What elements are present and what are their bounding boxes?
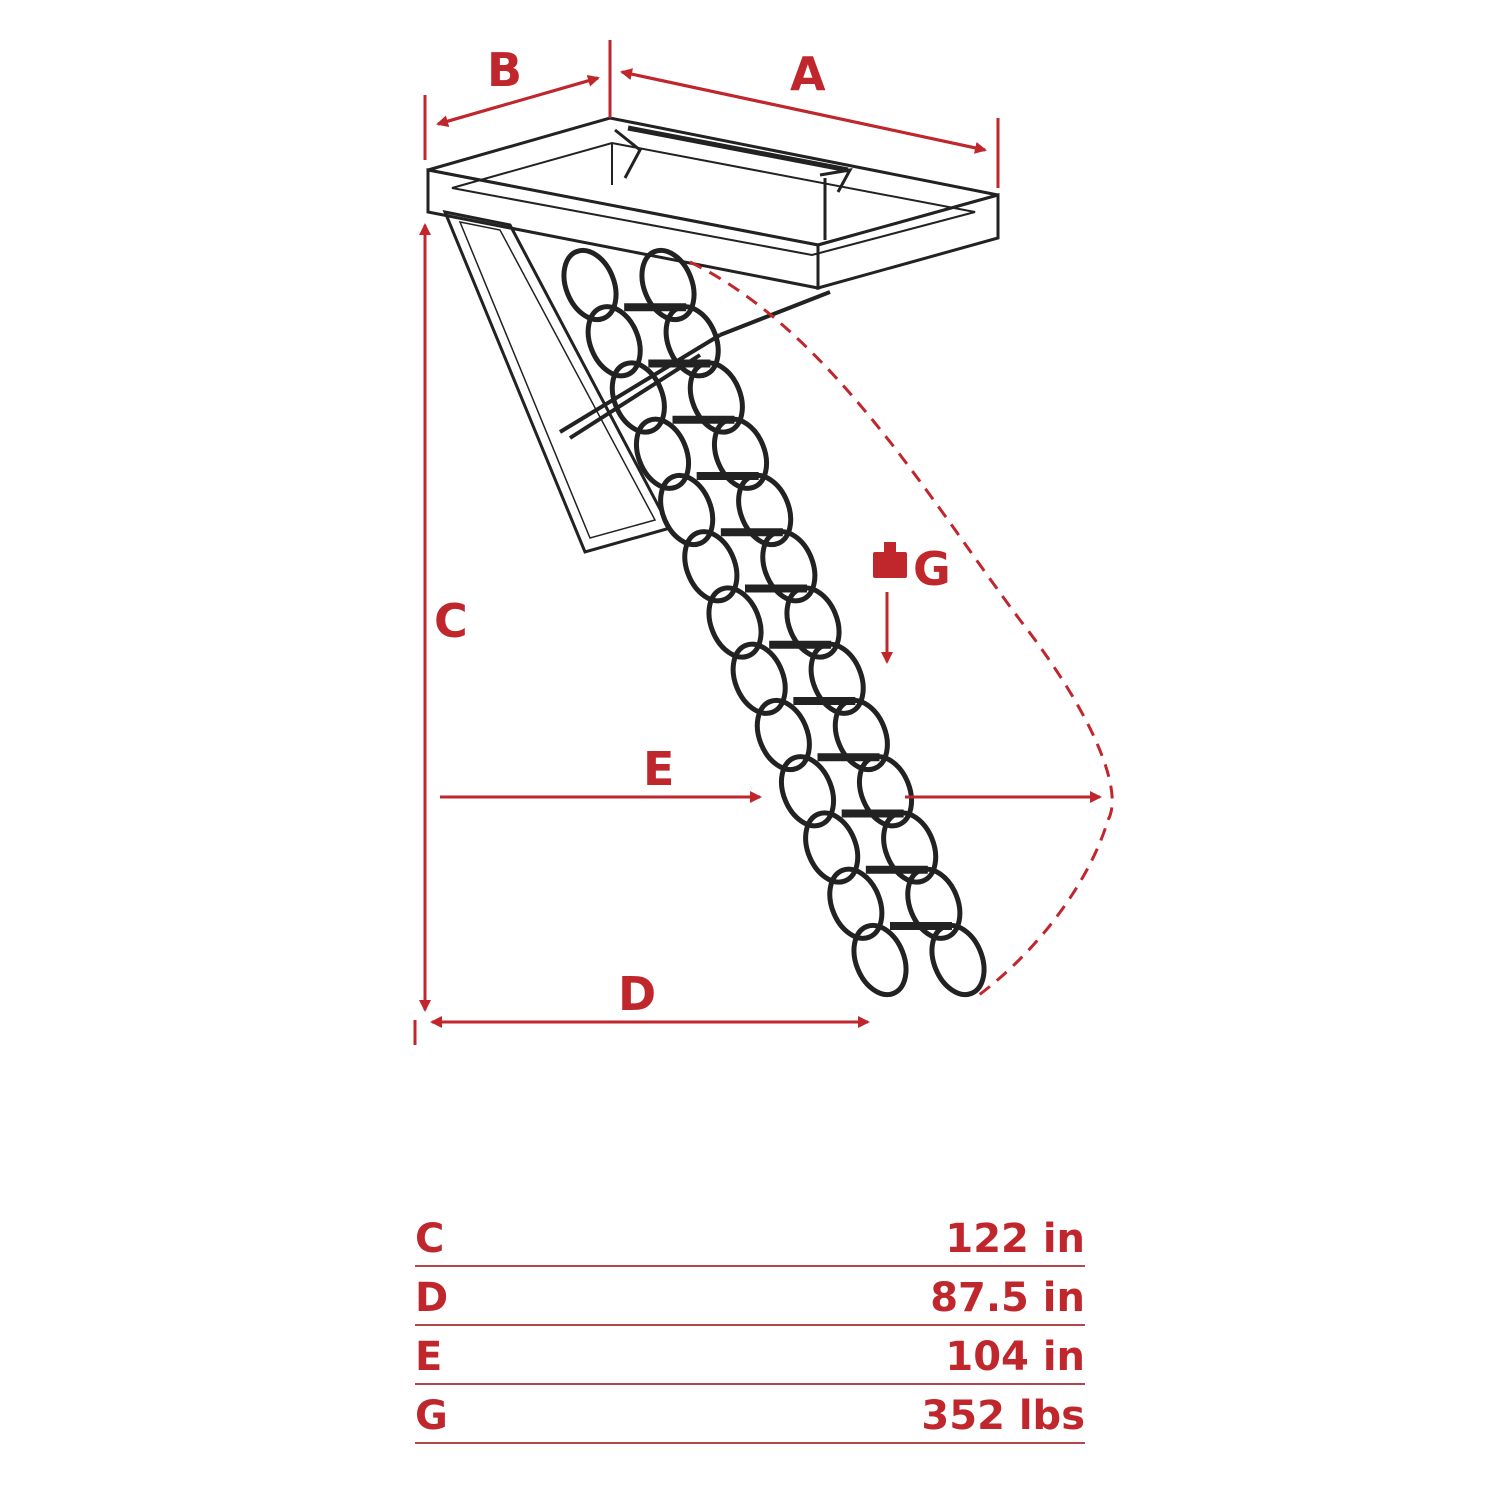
spec-table: C 122 in D 87.5 in E 104 in G 352 lbs [415, 1208, 1085, 1444]
ladder-link [778, 754, 837, 829]
ladder-diagram: A B C D E G [413, 40, 1114, 1045]
weight-icon [873, 542, 907, 578]
ladder-link [609, 360, 667, 435]
ladder-link [754, 697, 812, 773]
spec-row: G 352 lbs [415, 1385, 1085, 1444]
ladder-link [706, 585, 764, 660]
ladder-link [730, 641, 788, 716]
spec-key: G [415, 1393, 448, 1439]
spec-key: C [415, 1216, 445, 1262]
label-a: A [790, 47, 826, 101]
door-panel [442, 209, 673, 554]
ladder-link [639, 247, 697, 323]
spec-value: 122 in [945, 1216, 1085, 1262]
ladder-link [851, 922, 909, 998]
spring-mechanism [614, 125, 853, 240]
ladder-link [585, 304, 643, 379]
ladder-link [682, 529, 740, 604]
ladder-link [803, 810, 861, 885]
hatch-frame [426, 116, 1000, 290]
swing-arc [689, 260, 1114, 1000]
label-g: G [913, 542, 951, 596]
label-c: C [434, 594, 468, 648]
spec-value: 87.5 in [930, 1275, 1085, 1321]
label-d: D [618, 967, 656, 1021]
spec-value: 352 lbs [921, 1393, 1085, 1439]
label-b: B [487, 43, 522, 97]
ladder-link [633, 416, 692, 491]
spec-key: E [415, 1334, 443, 1380]
spec-row: C 122 in [415, 1208, 1085, 1267]
dimension-lines [413, 40, 1102, 1045]
ladder-link [827, 866, 885, 941]
scissor-ladder [561, 247, 987, 998]
spec-row: E 104 in [415, 1326, 1085, 1385]
spec-row: D 87.5 in [415, 1267, 1085, 1326]
spec-key: D [415, 1275, 449, 1321]
spec-value: 104 in [945, 1334, 1085, 1380]
label-e: E [643, 742, 674, 796]
support-arms [558, 290, 831, 440]
ladder-link [561, 247, 619, 323]
ladder-link [658, 472, 716, 548]
